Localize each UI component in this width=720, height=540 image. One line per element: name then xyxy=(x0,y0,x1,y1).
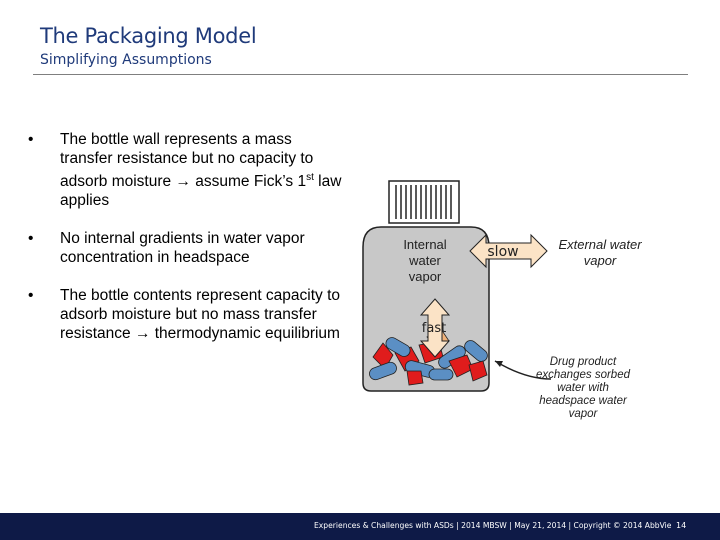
bottle-diagram-graphic xyxy=(362,180,552,392)
slide-subtitle: Simplifying Assumptions xyxy=(40,52,212,68)
footer-bar: Experiences & Challenges with ASDs | 201… xyxy=(0,513,720,540)
bullet-dot: • xyxy=(28,230,34,248)
bullet-dot: • xyxy=(28,287,34,305)
bottle-diagram: Internal water vapor External water vapo… xyxy=(355,165,695,425)
callout-arrowhead xyxy=(495,361,503,367)
bullet-list: • The bottle wall represents a mass tran… xyxy=(28,130,348,362)
slow-double-arrow xyxy=(469,233,548,269)
bullet-1-text: The bottle wall represents a mass transf… xyxy=(60,131,314,191)
fast-label: fast xyxy=(421,321,447,336)
slow-label: slow xyxy=(487,244,519,260)
bullet-3-text: The bottle contents represent capacity t… xyxy=(60,287,341,343)
bullet-dot: • xyxy=(28,131,34,148)
bullet-2-text: No internal gradients in water vapor con… xyxy=(60,230,305,267)
external-water-vapor-label: External water vapor xyxy=(558,237,642,268)
bullet-item-3: • The bottle contents represent capacity… xyxy=(28,286,348,343)
internal-water-vapor-label: Internal water vapor xyxy=(403,237,447,284)
page-number: 14 xyxy=(676,521,687,530)
bullet-item-1: • The bottle wall represents a mass tran… xyxy=(28,130,348,210)
bullet-item-2: • No internal gradients in water vapor c… xyxy=(28,229,348,267)
bottle-cap xyxy=(388,180,460,224)
slide-title: The Packaging Model xyxy=(40,24,257,48)
bullet-1-superscript: st xyxy=(306,172,314,183)
footer-text: Experiences & Challenges with ASDs | 201… xyxy=(314,521,672,530)
bullet-1-text-end: law applies xyxy=(60,173,342,210)
fast-double-arrow xyxy=(419,298,451,358)
title-divider xyxy=(33,74,688,75)
drug-product-label: Drug product exchanges sorbed water with… xyxy=(536,356,630,420)
